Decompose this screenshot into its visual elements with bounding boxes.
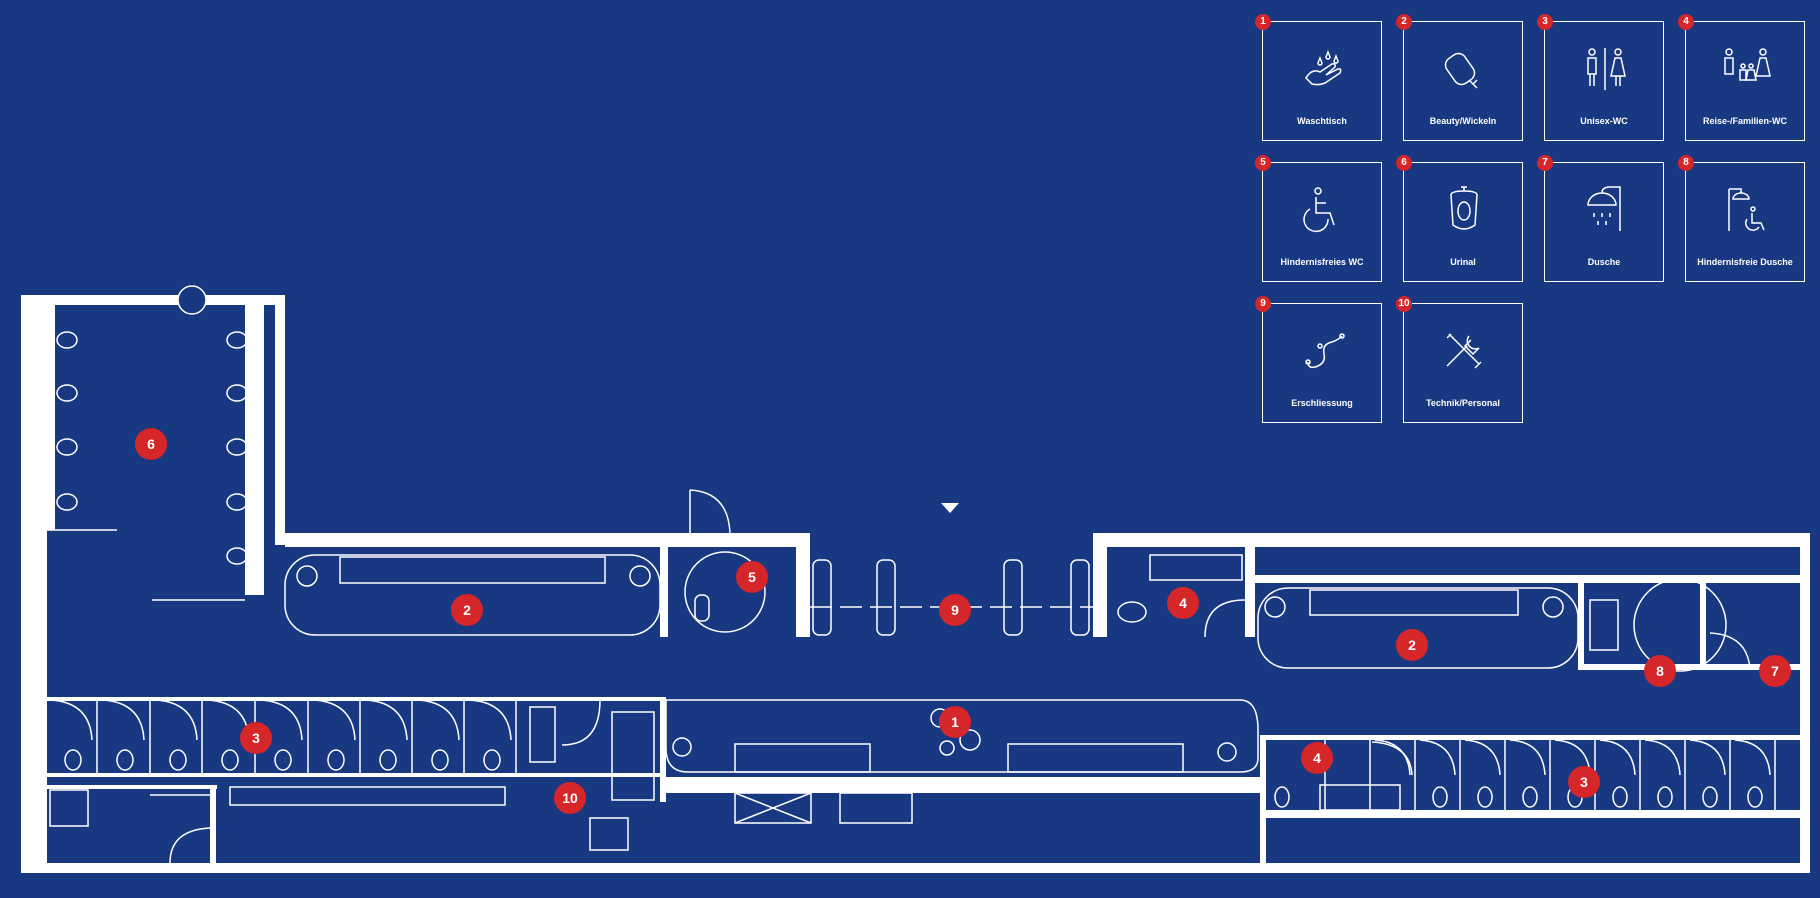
marker-number: 6: [147, 436, 155, 452]
marker-number: 9: [951, 602, 959, 618]
marker-circle: [1644, 655, 1676, 687]
plan-marker-9: 9: [939, 594, 971, 626]
legend-number-badge: 6: [1396, 155, 1412, 171]
plan-marker-4: 4: [1301, 742, 1333, 774]
fixtures: [47, 285, 1776, 864]
legend-number-badge: 5: [1255, 155, 1271, 171]
legend-label: Unisex-WC: [1580, 116, 1628, 126]
marker-number: 7: [1771, 663, 1779, 679]
legend-number-badge: 8: [1678, 155, 1694, 171]
plan-marker-5: 5: [736, 561, 768, 593]
plan-marker-3: 3: [1568, 766, 1600, 798]
legend-label: Technik/Personal: [1426, 398, 1500, 408]
marker-number: 4: [1313, 750, 1321, 766]
marker-number: 4: [1179, 595, 1187, 611]
baby-bottle-icon: [1444, 52, 1478, 89]
legend-number-badge: 10: [1396, 296, 1412, 312]
legend-label: Erschliessung: [1291, 398, 1353, 408]
marker-number: 2: [463, 602, 471, 618]
marker-number: 1: [951, 714, 959, 730]
marker-circle: [1396, 629, 1428, 661]
urinal-icon: [1450, 186, 1478, 230]
marker-circle: [240, 722, 272, 754]
marker-number: 10: [562, 790, 578, 806]
wheelchair-icon: [1303, 187, 1335, 233]
unisex-wc-icon: [1587, 48, 1626, 90]
legend-label: Waschtisch: [1297, 116, 1347, 126]
marker-circle: [451, 594, 483, 626]
legend-number-badge: 2: [1396, 14, 1412, 30]
plan-marker-2: 2: [451, 594, 483, 626]
legend-label: Urinal: [1450, 257, 1476, 267]
shower-icon: [1587, 186, 1621, 231]
accessible-shower-icon: [1728, 188, 1765, 231]
marker-number: 3: [252, 730, 260, 746]
family-wc-icon: [1724, 48, 1771, 81]
plan-markers: 6 2 5 9 4 2 8 7 1 3 10 4 3: [135, 428, 1791, 814]
legend-number-badge: 1: [1255, 14, 1271, 30]
plan-marker-3: 3: [240, 722, 272, 754]
marker-circle: [1759, 655, 1791, 687]
legend-label: Hindernisfreie Dusche: [1697, 257, 1793, 267]
marker-circle: [939, 706, 971, 738]
marker-number: 5: [748, 569, 756, 585]
marker-circle: [1167, 587, 1199, 619]
handwash-icon: [1305, 49, 1342, 86]
legend-number-badge: 7: [1537, 155, 1553, 171]
marker-circle: [1568, 766, 1600, 798]
plan-marker-2: 2: [1396, 629, 1428, 661]
legend-number-badge: 3: [1537, 14, 1553, 30]
plan-marker-6: 6: [135, 428, 167, 460]
path-icon: [1305, 333, 1345, 369]
plan-marker-4: 4: [1167, 587, 1199, 619]
legend-label: Beauty/Wickeln: [1429, 116, 1497, 126]
marker-number: 2: [1408, 637, 1416, 653]
tools-icon: [1446, 333, 1482, 369]
plan-marker-8: 8: [1644, 655, 1676, 687]
legend-label: Reise-/Familien-WC: [1702, 116, 1787, 126]
plan-marker-10: 10: [554, 782, 586, 814]
marker-circle: [736, 561, 768, 593]
plan-marker-7: 7: [1759, 655, 1791, 687]
entrance-arrow-icon: [941, 503, 959, 513]
legend-number-badge: 9: [1255, 296, 1271, 312]
marker-number: 8: [1656, 663, 1664, 679]
marker-circle: [554, 782, 586, 814]
plan-marker-1: 1: [939, 706, 971, 738]
walls: [21, 295, 1810, 873]
marker-circle: [1301, 742, 1333, 774]
marker-circle: [135, 428, 167, 460]
legend-label: Dusche: [1587, 257, 1621, 267]
legend-number-badge: 4: [1678, 14, 1694, 30]
marker-circle: [939, 594, 971, 626]
legend-label: Hindernisfreies WC: [1280, 257, 1364, 267]
marker-number: 3: [1580, 774, 1588, 790]
